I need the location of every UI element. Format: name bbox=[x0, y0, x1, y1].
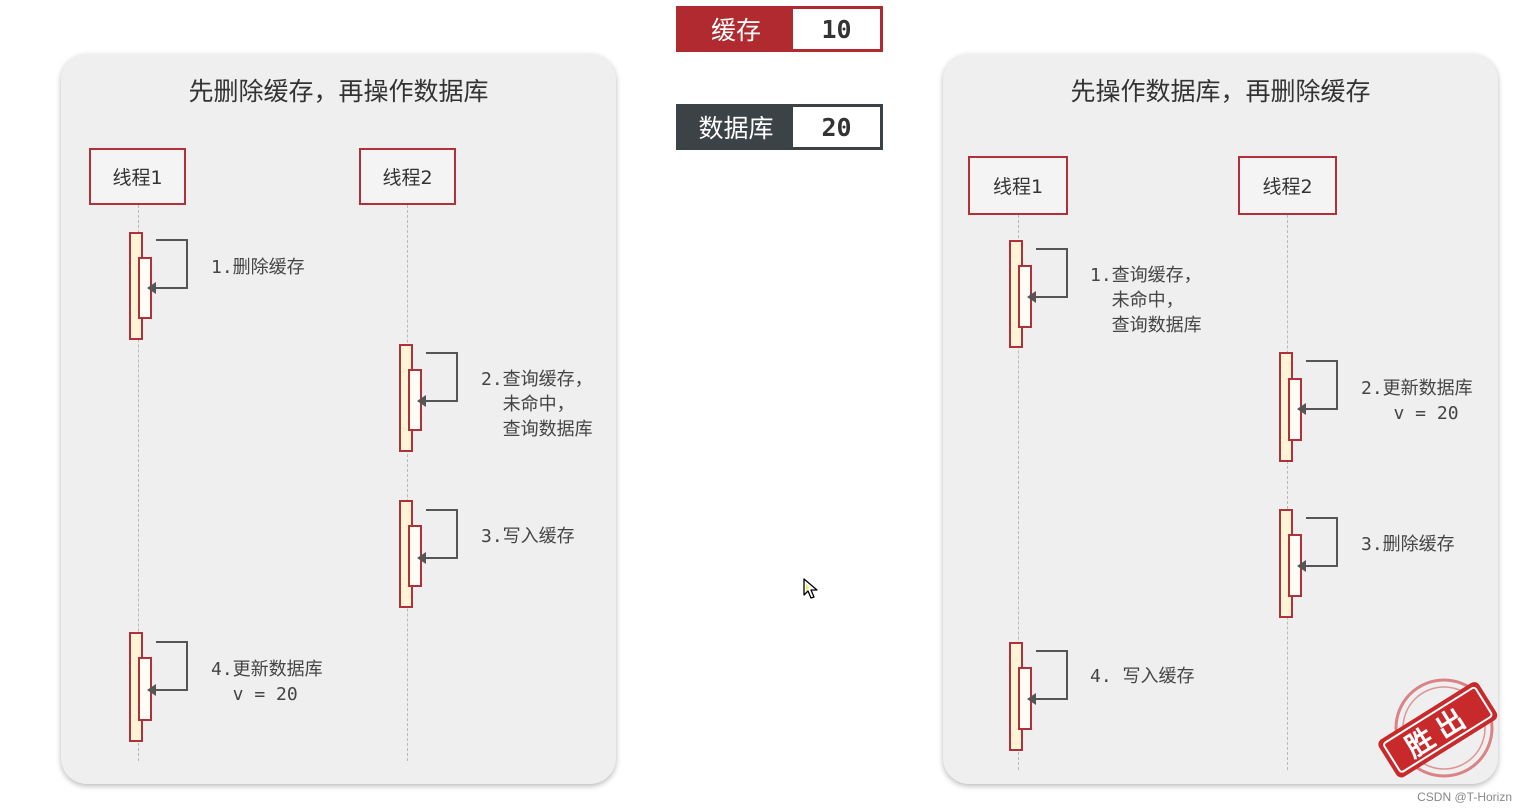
cache-value-box: 缓存 10 bbox=[676, 6, 883, 52]
right-diagram-title: 先操作数据库，再删除缓存 bbox=[1070, 77, 1371, 106]
winner-stamp-icon: 胜出 bbox=[1378, 678, 1498, 778]
self-call-arrow bbox=[147, 641, 188, 696]
self-call-arrow bbox=[1027, 650, 1068, 705]
left-diagram-title: 先删除缓存，再操作数据库 bbox=[188, 77, 489, 106]
left-thread2-lifeline bbox=[407, 205, 408, 761]
arrow-head-icon bbox=[1297, 560, 1306, 572]
database-value-box: 数据库 20 bbox=[676, 104, 883, 150]
right-step-1: 1.查询缓存， 未命中， 查询数据库 bbox=[1090, 265, 1202, 336]
right-step-3: 3.删除缓存 bbox=[1361, 534, 1455, 555]
arrow-head-icon bbox=[1027, 291, 1036, 303]
left-step-2: 2.查询缓存， 未命中， 查询数据库 bbox=[481, 369, 593, 440]
right-step-4: 4. 写入缓存 bbox=[1090, 666, 1195, 687]
watermark: CSDN @T-Horizn bbox=[1417, 790, 1512, 804]
right-thread1-lifeline bbox=[1018, 215, 1019, 770]
left-thread2-box: 线程2 bbox=[359, 148, 456, 205]
self-call-arrow bbox=[147, 239, 188, 294]
right-sequence-diagram: 先操作数据库，再删除缓存 线程1 线程2 1.查询缓存， 未命中， 查询数据库 … bbox=[943, 54, 1498, 784]
left-step-4: 4.更新数据库 v = 20 bbox=[211, 659, 323, 705]
right-step-2: 2.更新数据库 v = 20 bbox=[1361, 378, 1473, 424]
self-call-arrow bbox=[1027, 248, 1068, 303]
self-call-arrow bbox=[1297, 360, 1338, 415]
self-call-arrow bbox=[417, 352, 458, 407]
database-label: 数据库 bbox=[679, 107, 793, 147]
arrow-head-icon bbox=[1027, 693, 1036, 705]
left-thread1-lifeline bbox=[138, 205, 139, 761]
right-thread2-box: 线程2 bbox=[1238, 156, 1337, 215]
arrow-head-icon bbox=[147, 684, 156, 696]
left-step-1: 1.删除缓存 bbox=[211, 257, 305, 278]
arrow-head-icon bbox=[1297, 403, 1306, 415]
cache-value: 10 bbox=[793, 9, 880, 49]
left-step-3: 3.写入缓存 bbox=[481, 526, 575, 547]
mouse-pointer-icon bbox=[803, 578, 818, 599]
arrow-head-icon bbox=[147, 282, 156, 294]
right-thread1-box: 线程1 bbox=[968, 156, 1068, 215]
left-thread1-box: 线程1 bbox=[89, 148, 186, 205]
arrow-head-icon bbox=[417, 552, 426, 564]
self-call-arrow bbox=[417, 509, 458, 564]
left-sequence-diagram: 先删除缓存，再操作数据库 线程1 线程2 1.删除缓存 2.查询缓存， 未命中，… bbox=[61, 54, 616, 784]
cache-label: 缓存 bbox=[679, 9, 793, 49]
database-value: 20 bbox=[793, 107, 880, 147]
right-thread2-lifeline bbox=[1287, 215, 1288, 770]
self-call-arrow bbox=[1297, 517, 1338, 572]
arrow-head-icon bbox=[417, 395, 426, 407]
